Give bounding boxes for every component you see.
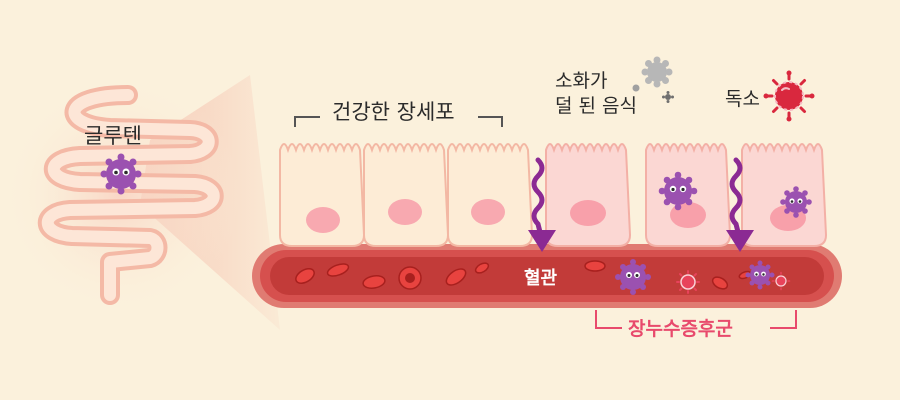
healthy-cell xyxy=(279,143,366,247)
intestine-icon xyxy=(0,75,240,315)
toxin-icon xyxy=(676,270,700,294)
syndrome-bracket xyxy=(595,310,797,329)
gluten-label: 글루텐 xyxy=(84,124,142,148)
undigested-food-label: 소화가 덜 된 음식 xyxy=(555,69,637,119)
toxin-icon xyxy=(771,271,791,291)
healthy-cells-bracket xyxy=(294,116,503,127)
undigested-food-label-line1: 소화가 xyxy=(555,70,608,92)
red-blood-cell-icon xyxy=(295,260,752,290)
gluten-particle-icon xyxy=(100,153,142,195)
healthy-cell xyxy=(447,143,534,247)
healthy-cells xyxy=(279,143,534,247)
damaged-cell xyxy=(545,143,632,247)
food-particle-icon xyxy=(632,56,674,103)
toxin-label: 독소 xyxy=(725,88,760,110)
leak-arrow-head xyxy=(528,230,556,252)
gluten-particle-icon xyxy=(615,259,651,295)
undigested-food-label-line2: 덜 된 음식 xyxy=(555,95,637,117)
toxin-icon xyxy=(763,70,815,122)
leak-arrow-head xyxy=(726,230,754,252)
healthy-cells-label: 건강한 장세포 xyxy=(332,100,455,124)
healthy-cell xyxy=(363,143,450,247)
leak-arrow xyxy=(531,157,545,239)
leaky-gut-syndrome-label: 장누수증후군 xyxy=(628,318,733,340)
gluten-particle-icon xyxy=(658,171,698,211)
damaged-cell xyxy=(741,143,828,247)
leak-arrow xyxy=(729,157,743,239)
gluten-particle-icon xyxy=(745,260,775,290)
gluten-particle-icon xyxy=(780,186,812,218)
blood-vessel-label: 혈관 xyxy=(524,268,558,289)
